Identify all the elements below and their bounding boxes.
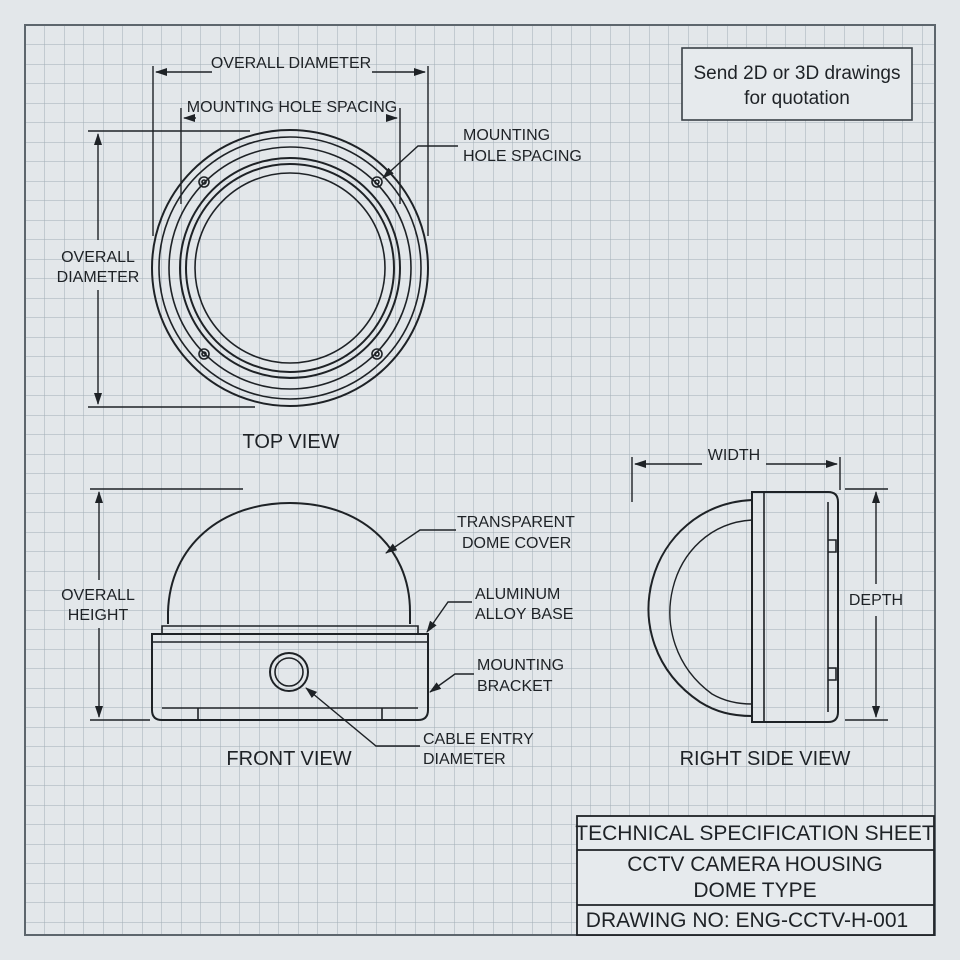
cable-entry-callout-line-2: DIAMETER (423, 751, 506, 768)
mounting-hole (198, 176, 210, 188)
front-view-title: FRONT VIEW (226, 748, 351, 770)
overall-height-label-2: HEIGHT (68, 607, 129, 624)
bracket-leader (429, 673, 474, 693)
bracket-callout-line-1: MOUNTING (477, 657, 564, 674)
depth-dimension (845, 488, 888, 721)
quotation-note: Send 2D or 3D drawings for quotation (681, 47, 913, 121)
note-line-1: Send 2D or 3D drawings (694, 63, 901, 84)
note-line-2: for quotation (744, 88, 850, 109)
sheet-border (24, 24, 936, 936)
depth-label: DEPTH (849, 592, 903, 609)
overall-diameter-label-top: OVERALL DIAMETER (211, 55, 371, 72)
width-dimension (631, 457, 841, 502)
base-callout-line-2: ALLOY BASE (475, 606, 573, 623)
overall-diameter-label-side-1: OVERALL (61, 249, 135, 266)
dome-cover-leader (385, 529, 456, 554)
mounting-hole-callout-line-2: HOLE SPACING (463, 148, 582, 165)
drawing-number: DRAWING NO: ENG-CCTV-H-001 (586, 909, 908, 932)
overall-diameter-dimension-top (152, 66, 429, 236)
mounting-hole-leader (382, 145, 458, 179)
side-view-drawing (647, 491, 839, 723)
grid-pattern (25, 25, 935, 935)
overall-height-dimension (90, 488, 243, 721)
dome-cover-callout-line-2: DOME COVER (462, 535, 571, 552)
top-view-drawing (151, 129, 429, 407)
top-view-title: TOP VIEW (242, 431, 339, 453)
front-view-drawing (151, 501, 429, 721)
overall-diameter-dimension-side (88, 130, 255, 408)
base-leader (426, 601, 472, 633)
cable-entry-callout-line-1: CABLE ENTRY (423, 731, 534, 748)
width-label: WIDTH (708, 447, 760, 464)
overall-diameter-label-side-2: DIAMETER (57, 269, 140, 286)
cable-entry-leader (305, 687, 420, 747)
bracket-callout-line-2: BRACKET (477, 678, 553, 695)
mounting-hole-spacing-label: MOUNTING HOLE SPACING (187, 99, 397, 116)
dome-cover-callout-line-1: TRANSPARENT (457, 514, 575, 531)
mounting-hole (371, 176, 383, 188)
title-block-heading: TECHNICAL SPECIFICATION SHEET (575, 822, 935, 845)
cable-entry-port (269, 652, 309, 692)
mounting-hole-spacing-dimension (180, 108, 401, 204)
title-block-product-line-1: CCTV CAMERA HOUSING (627, 853, 883, 876)
title-block-frame (576, 815, 935, 936)
base-callout-line-1: ALUMINUM (475, 586, 560, 603)
right-side-view-title: RIGHT SIDE VIEW (680, 748, 851, 770)
mounting-hole (371, 348, 383, 360)
overall-height-label-1: OVERALL (61, 587, 135, 604)
mounting-hole (198, 348, 210, 360)
mounting-hole-callout-line-1: MOUNTING (463, 127, 550, 144)
title-block-product-line-2: DOME TYPE (693, 879, 816, 902)
